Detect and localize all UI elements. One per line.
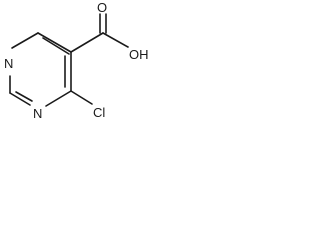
atom-label-oh: OH <box>129 47 149 62</box>
bond-c6-n1 <box>11 32 39 49</box>
bond-c6-c5-inner <box>42 37 70 55</box>
bond-c6-c5 <box>37 32 72 53</box>
structural-formula: N N Cl O OH <box>4 0 149 121</box>
bond-c4-cl <box>70 90 93 105</box>
atom-label-cl: Cl <box>93 105 105 120</box>
bond-c2-n3 <box>9 92 31 106</box>
bond-c2-n3-inner <box>15 91 33 102</box>
bond-n3-c4 <box>45 90 72 107</box>
atom-label-n3: N <box>33 106 42 121</box>
atom-label-o-carbonyl: O <box>97 0 107 15</box>
atom-label-n1: N <box>4 56 13 71</box>
bond-c-oh <box>102 32 129 48</box>
bond-c5-cooh <box>70 32 104 53</box>
